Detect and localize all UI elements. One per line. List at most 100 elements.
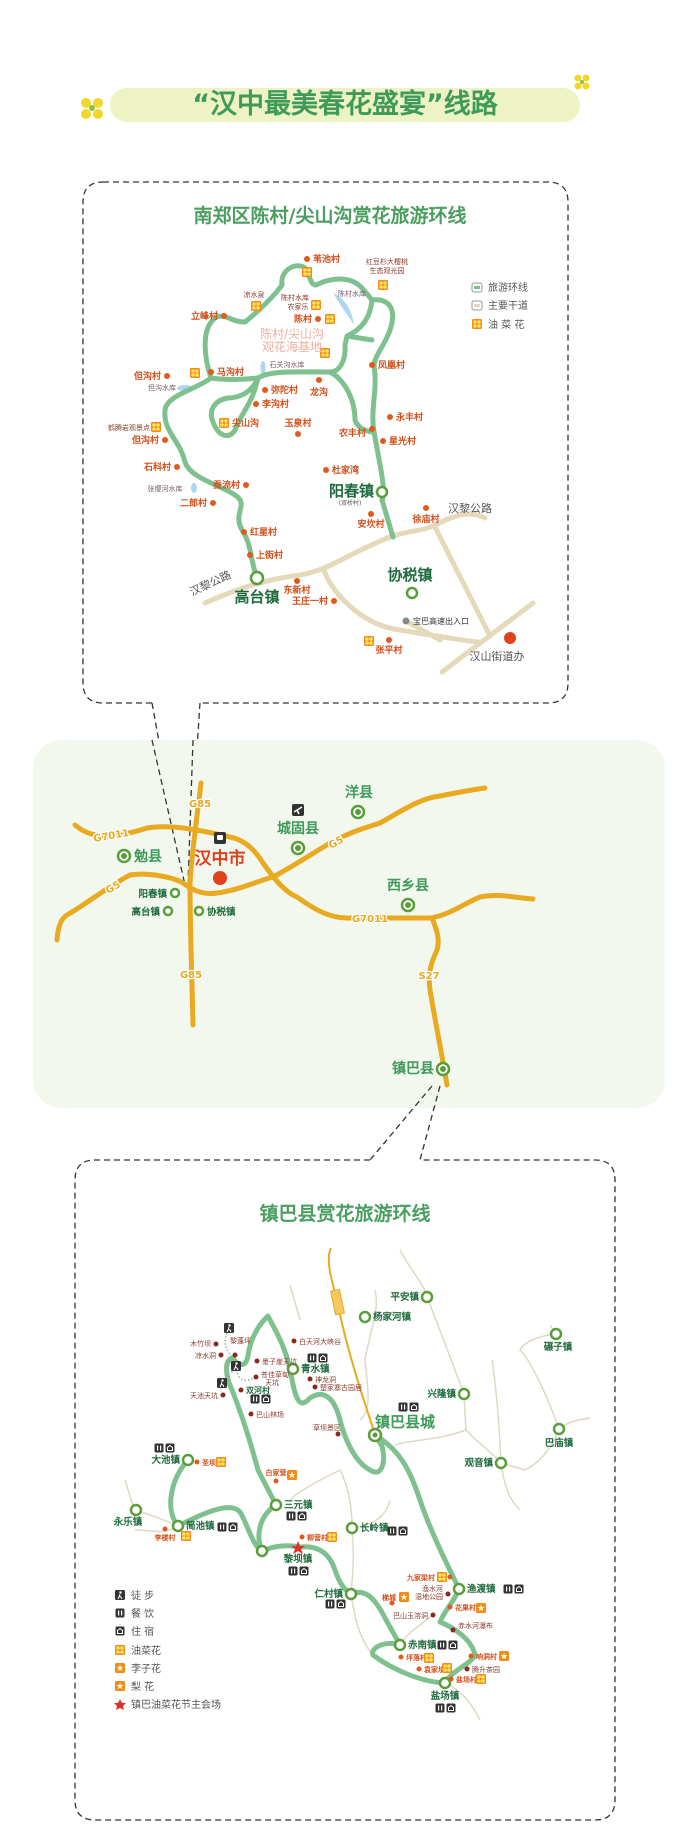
rapeseed-flower-icon [216, 1457, 226, 1467]
spot-label: 腾升茶园 [472, 1665, 500, 1674]
village-label: 星光村 [389, 435, 416, 447]
town-label-xieshui: 协税镇 [387, 566, 432, 584]
lodging-icon [297, 1511, 307, 1521]
village-label: 蚕流村 [212, 479, 240, 491]
connector-line [369, 1085, 441, 1161]
lodging-icon [299, 1566, 309, 1576]
town-label: 赤南镇 [408, 1639, 437, 1651]
reservoir-label: 但沟水库 [148, 383, 176, 392]
county-label: 洋县 [345, 784, 373, 801]
road-label: 汉黎公路 [448, 501, 492, 515]
spot-label: 神龙洞 [315, 1375, 336, 1384]
spot-label: 鹤腾岩观景点 [108, 423, 150, 432]
town-label: 长岭镇 [360, 1522, 389, 1534]
rapeseed-flower-icon [437, 1572, 447, 1582]
food-icon [435, 1703, 445, 1713]
rapeseed-flower-icon [327, 1532, 337, 1542]
lodging-icon [228, 1522, 238, 1532]
spot-label: 凉水泉 [244, 290, 265, 299]
hanzhong-overview: G85 G85 G7011 G7011 G5 G5 S27 汉中市 勉县 城固县… [33, 739, 665, 1108]
village-label: 龙沟 [309, 386, 328, 398]
page-title: “汉中最美春花盛宴”线路 [192, 88, 498, 120]
tour-loop-route [162, 263, 375, 581]
town-label: 永乐镇 [113, 1516, 143, 1528]
rapeseed-flower-icon [181, 1531, 191, 1541]
food-icon [387, 1526, 397, 1536]
reservoir [191, 483, 197, 493]
town-label: 平安镇 [390, 1291, 419, 1303]
village-label: 立峰村 [191, 310, 218, 322]
lodging-icon [409, 1402, 419, 1412]
plum-flower-icon [476, 1603, 486, 1613]
rapeseed-flower-icon [151, 422, 161, 432]
highway-s27 [426, 915, 450, 1088]
spot-label: 花果村 [455, 1603, 476, 1612]
scenic-spots: 木竹坝 黎蓬坪 凉水洞 墨子崖天坑 苍佳草甸 天坑 白天河大峡谷 神龙洞 楚家寨… [154, 1336, 509, 1684]
hiking-icon [230, 1360, 242, 1372]
flower-decoration-icon [81, 98, 103, 119]
food-icon [398, 1402, 408, 1412]
town-label: 大池镇 [151, 1454, 180, 1466]
town-sublabel: (双桥村) [339, 499, 362, 507]
main-road [439, 600, 536, 675]
expressway-exit-label: 宝巴高速出入口 [413, 616, 469, 626]
spot-label: 巴山林场 [256, 1410, 284, 1419]
reservoir-label: 陈村水库 [338, 289, 366, 298]
highway-g85 [187, 780, 204, 1028]
legend-item: 镇巴油菜花节主会场 [131, 1698, 221, 1711]
rapeseed-flower-icon [251, 301, 261, 311]
lodging-icon [336, 1599, 346, 1609]
rapeseed-flower-icon [302, 267, 312, 277]
spot-label: 木竹坝 [190, 1339, 211, 1348]
lodging-icon [115, 1626, 125, 1636]
lodging-icon [448, 1640, 458, 1650]
food-icon [250, 1394, 260, 1404]
legend-route: 旅游环线 [488, 281, 528, 294]
rapeseed-flower-icon [442, 1663, 452, 1673]
food-icon [154, 1443, 164, 1453]
food-icon [288, 1566, 298, 1576]
spot-label: 楚家寨古园居 [320, 1383, 362, 1392]
tour-loop-route [369, 297, 396, 540]
food-icon [286, 1511, 296, 1521]
town-label: 高台镇 [131, 906, 160, 918]
village-label: 杜家湾 [332, 464, 359, 476]
rapeseed-flower-icon [472, 319, 482, 329]
spot-label: 白天河大峡谷 [299, 1337, 341, 1346]
nanzheng-legend: 旅游环线 主要干道 油 菜 花 [471, 281, 528, 331]
spot-label: 农家乐 [288, 302, 309, 311]
village-label: 弥陀村 [271, 384, 298, 396]
reservoir-label: 石关沟水库 [270, 360, 305, 369]
highway-label: S27 [418, 971, 439, 982]
town-label: 简池镇 [186, 1520, 215, 1532]
nanzheng-title: 南郑区陈村/尖山沟赏花旅游环线 [194, 204, 467, 227]
county-label: 镇巴县 [392, 1060, 434, 1077]
spot-label: 九家梁村 [406, 1573, 435, 1582]
county-town-label: 镇巴县城 [375, 1413, 435, 1431]
town-label: 观音镇 [463, 1457, 493, 1469]
connector-line [151, 739, 194, 886]
food-icon [307, 1353, 317, 1363]
tour-loop-route [327, 333, 377, 435]
spot-label: 坪落村 [406, 1653, 427, 1662]
village-label: 玉泉村 [284, 417, 311, 429]
town-label: 巴庙镇 [545, 1437, 574, 1449]
subdistrict-label: 汉山街道办 [470, 649, 525, 663]
spot-label: 白家营 [266, 1468, 287, 1477]
village-label: 但沟村 [133, 370, 161, 382]
zhenba-title: 镇巴县赏花旅游环线 [259, 1202, 430, 1225]
highway-sign [330, 1288, 346, 1316]
spot-label: 天池天坑 [190, 1391, 218, 1400]
train-station-icon [214, 832, 226, 844]
zhenba-legend: 徒 步 餐 饮 住 宿 油菜花 李子花 梨 花 镇巴油菜花节主会场 [114, 1589, 221, 1711]
spot-label: 墨子崖天坑 [262, 1357, 297, 1366]
legend-item: 住 宿 [131, 1625, 154, 1638]
town-label: 阳春镇 [138, 888, 167, 900]
main-road [321, 567, 481, 645]
food-icon [217, 1522, 227, 1532]
zhenba-inset: 镇巴县赏花旅游环线 平安镇 杨家河镇 碾子镇 兴隆镇 镇巴县城 巴庙镇 观音镇 … [74, 1159, 616, 1821]
village-label: 马沟村 [217, 366, 244, 378]
city-label-hanzhong: 汉中市 [195, 848, 246, 869]
town-label: 盐场镇 [431, 1690, 460, 1702]
rapeseed-flower-icon [378, 280, 388, 290]
